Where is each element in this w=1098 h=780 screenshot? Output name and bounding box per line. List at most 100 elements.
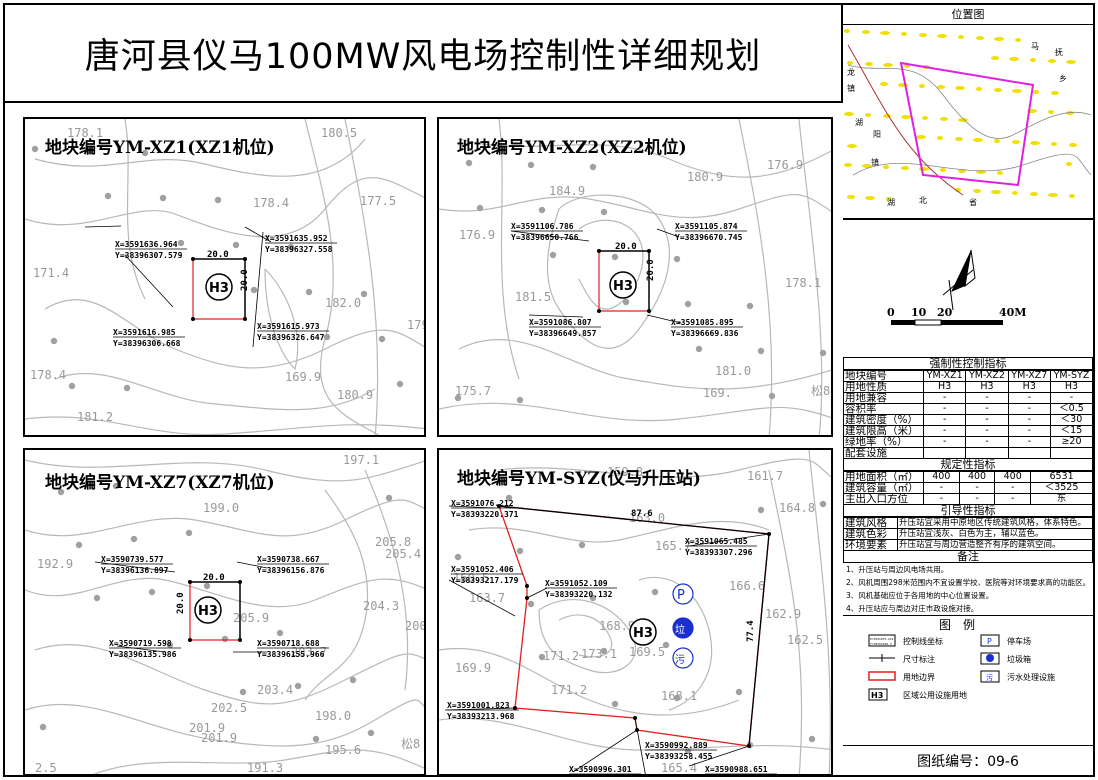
table-row: 建筑风格升压站宜采用中原地区传统建筑风格，体系特色。 <box>843 517 1093 529</box>
elevation-label: 182.0 <box>325 296 361 310</box>
coord-y-label: Y=38396670.745 <box>675 233 743 242</box>
contour-line <box>34 644 424 705</box>
table-cell: - <box>965 425 1009 437</box>
map-blob <box>1051 91 1059 95</box>
dimension-side: 77.4 <box>746 620 756 642</box>
parcel-heading: 地块编号YM-XZ1(XZ1机位) <box>45 137 275 158</box>
corner-point <box>191 317 195 321</box>
terrain-dot <box>68 382 76 390</box>
terrain-dot <box>673 694 681 702</box>
elevation-label: 177.5 <box>360 194 396 208</box>
table-cell: H3 <box>1049 381 1094 393</box>
dimension-top: 20.0 <box>203 573 225 583</box>
elevation-label: 200 <box>405 619 426 633</box>
map-blob <box>1048 110 1054 114</box>
table-cell: ＜3525 <box>1030 482 1093 494</box>
elevation-label: 180.9 <box>687 170 723 184</box>
map-blob <box>862 30 870 34</box>
terrain-dot <box>600 208 608 216</box>
table-cell <box>965 447 1009 459</box>
map-blob <box>991 56 999 60</box>
elevation-label: 159.8 <box>607 465 643 479</box>
leader-line <box>236 561 268 569</box>
contour-line <box>768 469 803 774</box>
table-row: 绿地率（%）---≥20 <box>843 436 1094 448</box>
zone-code: H3 <box>633 626 653 641</box>
table-cell: 用地面积（㎡） <box>843 471 924 483</box>
terrain-dot <box>516 396 524 404</box>
table-cell: 建筑容量（㎡） <box>843 482 924 494</box>
contour-line <box>124 119 146 300</box>
map-blob <box>1009 57 1019 61</box>
map-blob <box>901 115 911 119</box>
table-cell: ＜30 <box>1049 414 1094 426</box>
parking-legend-icon <box>980 634 1000 647</box>
map-blob <box>937 136 943 140</box>
table-cell: 东 <box>1030 493 1093 505</box>
table-cell: - <box>1007 414 1051 426</box>
contour-line <box>25 499 424 537</box>
leader-line <box>528 314 584 318</box>
contour-line <box>34 138 366 177</box>
contour-line <box>498 458 831 478</box>
corner-point <box>188 638 192 642</box>
elevation-label: 163.0 <box>629 511 665 525</box>
table-cell: 6531 <box>1030 471 1093 483</box>
elevation-label: 175.7 <box>455 384 491 398</box>
north-arrow-icon <box>951 250 971 292</box>
map-blob <box>916 135 926 139</box>
map-blob <box>1069 143 1077 147</box>
elevation-label: 169.5 <box>629 645 665 659</box>
terrain-dot <box>589 594 597 602</box>
terrain-dot <box>808 735 816 743</box>
elevation-label: 164.8 <box>779 501 815 515</box>
map-blob <box>901 32 907 36</box>
contour-line <box>738 119 773 435</box>
corner-point <box>243 317 247 321</box>
strong-indicators-title: 强制性控制指标 <box>843 358 1093 370</box>
trash-bin-icon <box>672 617 694 639</box>
table-row: 建筑限高（米）---＜15 <box>843 425 1094 437</box>
elevation-label: 180.5 <box>321 126 357 140</box>
map-blob <box>1066 162 1072 166</box>
north-arrow-line <box>948 279 954 311</box>
map-blob <box>883 165 889 169</box>
map-blob <box>1012 140 1020 144</box>
map-blob <box>1066 60 1076 64</box>
contour-line <box>25 577 424 608</box>
location-map: 马抚乡龙镇湖阳镇湖北省 <box>843 25 1093 220</box>
corner-point <box>647 309 651 313</box>
terrain-dot <box>527 600 535 608</box>
corner-point <box>243 257 247 261</box>
elevation-label: 178.1 <box>785 276 821 290</box>
map-road <box>847 64 1092 139</box>
table-cell: - <box>965 403 1009 415</box>
corner-point <box>238 638 242 642</box>
corner-point <box>525 584 529 588</box>
map-blob <box>865 196 875 200</box>
leader-line <box>510 230 590 242</box>
table-cell <box>922 447 967 459</box>
terrain-dot <box>31 145 39 153</box>
contour-line <box>798 119 823 435</box>
scale-bar <box>914 319 942 326</box>
elevation-label: 201.9 <box>189 721 225 735</box>
table-cell: - <box>922 425 967 437</box>
terrain-dot <box>312 735 320 743</box>
terrain-dot <box>527 161 535 169</box>
elevation-label: 201.9 <box>201 731 237 745</box>
scale-label: 0 <box>887 306 895 319</box>
leader-line <box>526 587 548 599</box>
map-blob <box>844 29 850 33</box>
coord-y-label: Y=38393307.296 <box>685 548 753 557</box>
coord-y-label: Y=38396326.647 <box>257 333 325 342</box>
elevation-label: 162.9 <box>765 607 801 621</box>
table-cell <box>1049 447 1094 459</box>
coord-sample: X=3591075.212 <box>870 637 894 641</box>
notes-title: 备注 <box>843 551 1093 563</box>
contour-line <box>458 339 831 390</box>
